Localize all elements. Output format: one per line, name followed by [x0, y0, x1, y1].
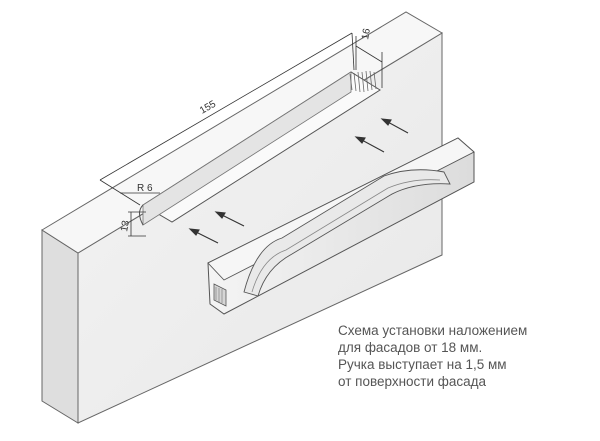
caption-line-4: от поверхности фасада — [338, 374, 487, 389]
cabinet-handle — [207, 137, 475, 315]
dim-155-line — [99, 32, 353, 181]
insertion-arrows — [188, 118, 409, 244]
handle-mount-pin — [213, 283, 227, 307]
dim-radius-label: R 6 — [137, 183, 153, 194]
slot-end-hatching — [349, 70, 377, 93]
dim-length-label: 155 — [198, 99, 218, 117]
slot-inner-wall — [142, 71, 352, 226]
installation-caption: Схема установки наложением для фасадов о… — [338, 322, 588, 390]
dim-155-ext-left — [99, 179, 141, 206]
arrow-icon — [188, 228, 219, 244]
dim-16-line — [355, 45, 383, 63]
dimension-lines — [99, 32, 383, 237]
dim-155-ext-right — [351, 32, 355, 71]
caption-line-3: Ручка выступает на 1,5 мм — [338, 357, 507, 372]
arrow-icon — [380, 118, 409, 134]
arrow-icon — [354, 136, 385, 153]
dim-depth-label: 16 — [360, 27, 373, 40]
dim-height-label: 13 — [119, 219, 132, 232]
caption-line-1: Схема установки наложением — [338, 323, 528, 338]
arrow-icon — [214, 211, 245, 227]
handle-mount-pin-lines — [215, 287, 223, 303]
handle-grip-recess — [243, 169, 451, 297]
caption-line-2: для фасадов от 18 мм. — [338, 340, 483, 355]
handle-slot — [139, 70, 381, 226]
panel-side-face — [41, 229, 79, 424]
handle-grip-inner — [251, 179, 441, 293]
slot-rounded-corner — [139, 204, 144, 226]
